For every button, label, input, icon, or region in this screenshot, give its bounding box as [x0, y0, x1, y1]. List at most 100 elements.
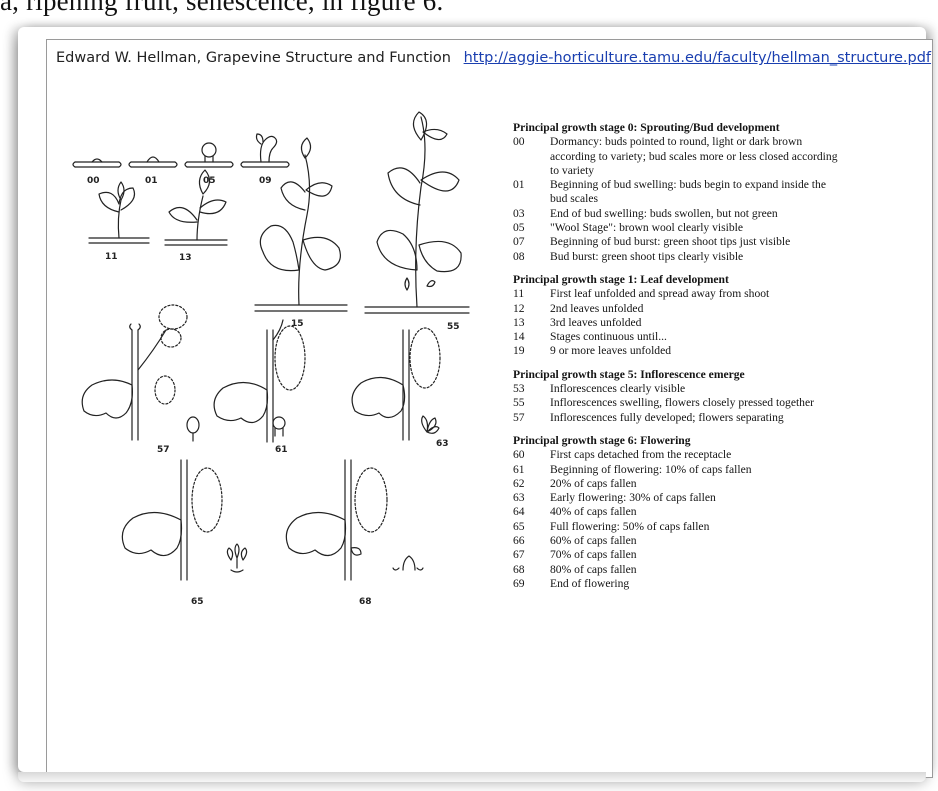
stage-row: 122nd leaves unfolded	[513, 302, 843, 316]
stage-code: 67	[513, 548, 550, 562]
stage-row: 65Full flowering: 50% of caps fallen	[513, 520, 843, 534]
label-63: 63	[436, 439, 449, 449]
stage-row: 00Dormancy: buds pointed to round, light…	[513, 135, 843, 178]
stage-code: 53	[513, 382, 550, 396]
bud-stage-01	[129, 157, 177, 167]
stage-description: Beginning of bud burst: green shoot tips…	[550, 235, 843, 249]
stage-description: 40% of caps fallen	[550, 505, 843, 519]
stage-row: 11First leaf unfolded and spread away fr…	[513, 287, 843, 301]
stage-code: 55	[513, 396, 550, 410]
stage-code: 61	[513, 463, 550, 477]
stage-code: 13	[513, 316, 550, 330]
stage-row: 08Bud burst: green shoot tips clearly vi…	[513, 250, 843, 264]
stage-row: 01Beginning of bud swelling: buds begin …	[513, 178, 843, 207]
label-55: 55	[447, 322, 460, 332]
stage-section: Principal growth stage 5: Inflorescence …	[513, 368, 843, 425]
label-68: 68	[359, 597, 372, 607]
slide-frame: Edward W. Hellman, Grapevine Structure a…	[18, 27, 926, 772]
stage-description: 80% of caps fallen	[550, 563, 843, 577]
stage-row: 07Beginning of bud burst: green shoot ti…	[513, 235, 843, 249]
stage-row: 6220% of caps fallen	[513, 477, 843, 491]
label-65: 65	[191, 597, 204, 607]
label-00: 00	[87, 176, 100, 186]
bud-stage-00	[73, 159, 121, 167]
stage-code: 64	[513, 505, 550, 519]
inflorescence-stage-63	[352, 328, 440, 440]
inflorescence-stage-57	[82, 305, 199, 441]
stage-code: 57	[513, 411, 550, 425]
stage-row: 61Beginning of flowering: 10% of caps fa…	[513, 463, 843, 477]
stage-description: Inflorescences fully developed; flowers …	[550, 411, 843, 425]
stage-description: Dormancy: buds pointed to round, light o…	[550, 135, 843, 178]
shoot-stage-55	[365, 112, 469, 313]
stage-code: 63	[513, 491, 550, 505]
stage-row: 55Inflorescences swelling, flowers close…	[513, 396, 843, 410]
stage-code: 12	[513, 302, 550, 316]
shoot-stage-11	[89, 182, 149, 243]
stage-section: Principal growth stage 0: Sprouting/Bud …	[513, 121, 843, 264]
stage-code: 60	[513, 448, 550, 462]
stage-description: "Wool Stage": brown wool clearly visible	[550, 221, 843, 235]
stage-code: 68	[513, 563, 550, 577]
stage-row: 6440% of caps fallen	[513, 505, 843, 519]
stage-code: 01	[513, 178, 550, 207]
flowering-stage-65	[122, 460, 246, 580]
stage-description: 70% of caps fallen	[550, 548, 843, 562]
stage-description: End of flowering	[550, 577, 843, 591]
label-05: 05	[203, 176, 216, 186]
stage-code: 69	[513, 577, 550, 591]
flowering-stage-68	[286, 460, 423, 580]
stage-description: 9 or more leaves unfolded	[550, 344, 843, 358]
stage-description: Inflorescences clearly visible	[550, 382, 843, 396]
stage-heading: Principal growth stage 6: Flowering	[513, 434, 843, 448]
growth-stage-illustrations: 00 01 05 09 11 13 15 55 57 61 63 65 68	[47, 40, 507, 777]
stage-description: Early flowering: 30% of caps fallen	[550, 491, 843, 505]
stage-code: 65	[513, 520, 550, 534]
stage-heading: Principal growth stage 5: Inflorescence …	[513, 368, 843, 382]
stage-row: 133rd leaves unfolded	[513, 316, 843, 330]
bud-stage-09	[241, 134, 289, 167]
stage-description: Bud burst: green shoot tips clearly visi…	[550, 250, 843, 264]
stage-description: First leaf unfolded and spread away from…	[550, 287, 843, 301]
stage-row: 14Stages continuous until...	[513, 330, 843, 344]
stage-code: 19	[513, 344, 550, 358]
growth-stage-list: Principal growth stage 0: Sprouting/Bud …	[513, 121, 843, 591]
stage-row: 53Inflorescences clearly visible	[513, 382, 843, 396]
stage-section: Principal growth stage 1: Leaf developme…	[513, 273, 843, 359]
stage-row: 69End of flowering	[513, 577, 843, 591]
stage-code: 11	[513, 287, 550, 301]
inflorescence-stage-61	[214, 320, 305, 442]
stage-code: 08	[513, 250, 550, 264]
stage-code: 66	[513, 534, 550, 548]
shoot-stage-15	[255, 138, 347, 311]
stage-heading: Principal growth stage 1: Leaf developme…	[513, 273, 843, 287]
stage-heading: Principal growth stage 0: Sprouting/Bud …	[513, 121, 843, 135]
stage-description: 3rd leaves unfolded	[550, 316, 843, 330]
stage-section: Principal growth stage 6: Flowering60Fir…	[513, 434, 843, 591]
stage-row: 199 or more leaves unfolded	[513, 344, 843, 358]
label-01: 01	[145, 176, 158, 186]
stage-description: First caps detached from the receptacle	[550, 448, 843, 462]
stage-description: Beginning of bud swelling: buds begin to…	[550, 178, 843, 207]
stage-row: 6880% of caps fallen	[513, 563, 843, 577]
page-caption: a, ripening fruit, senescence, in figure…	[0, 0, 443, 17]
stage-code: 14	[513, 330, 550, 344]
source-link[interactable]: http://aggie-horticulture.tamu.edu/facul…	[464, 50, 931, 66]
stage-description: 2nd leaves unfolded	[550, 302, 843, 316]
stage-code: 05	[513, 221, 550, 235]
stage-row: 05"Wool Stage": brown wool clearly visib…	[513, 221, 843, 235]
bud-stage-05	[185, 143, 233, 167]
label-11: 11	[105, 252, 118, 262]
stage-description: Beginning of flowering: 10% of caps fall…	[550, 463, 843, 477]
label-09: 09	[259, 176, 272, 186]
label-61: 61	[275, 445, 288, 455]
stage-description: End of bud swelling: buds swollen, but n…	[550, 207, 843, 221]
shoot-stage-13	[165, 170, 227, 245]
label-57: 57	[157, 445, 170, 455]
stage-description: Full flowering: 50% of caps fallen	[550, 520, 843, 534]
stage-row: 03End of bud swelling: buds swollen, but…	[513, 207, 843, 221]
label-13: 13	[179, 253, 192, 263]
stage-description: 60% of caps fallen	[550, 534, 843, 548]
stage-description: Stages continuous until...	[550, 330, 843, 344]
stage-row: 60First caps detached from the receptacl…	[513, 448, 843, 462]
